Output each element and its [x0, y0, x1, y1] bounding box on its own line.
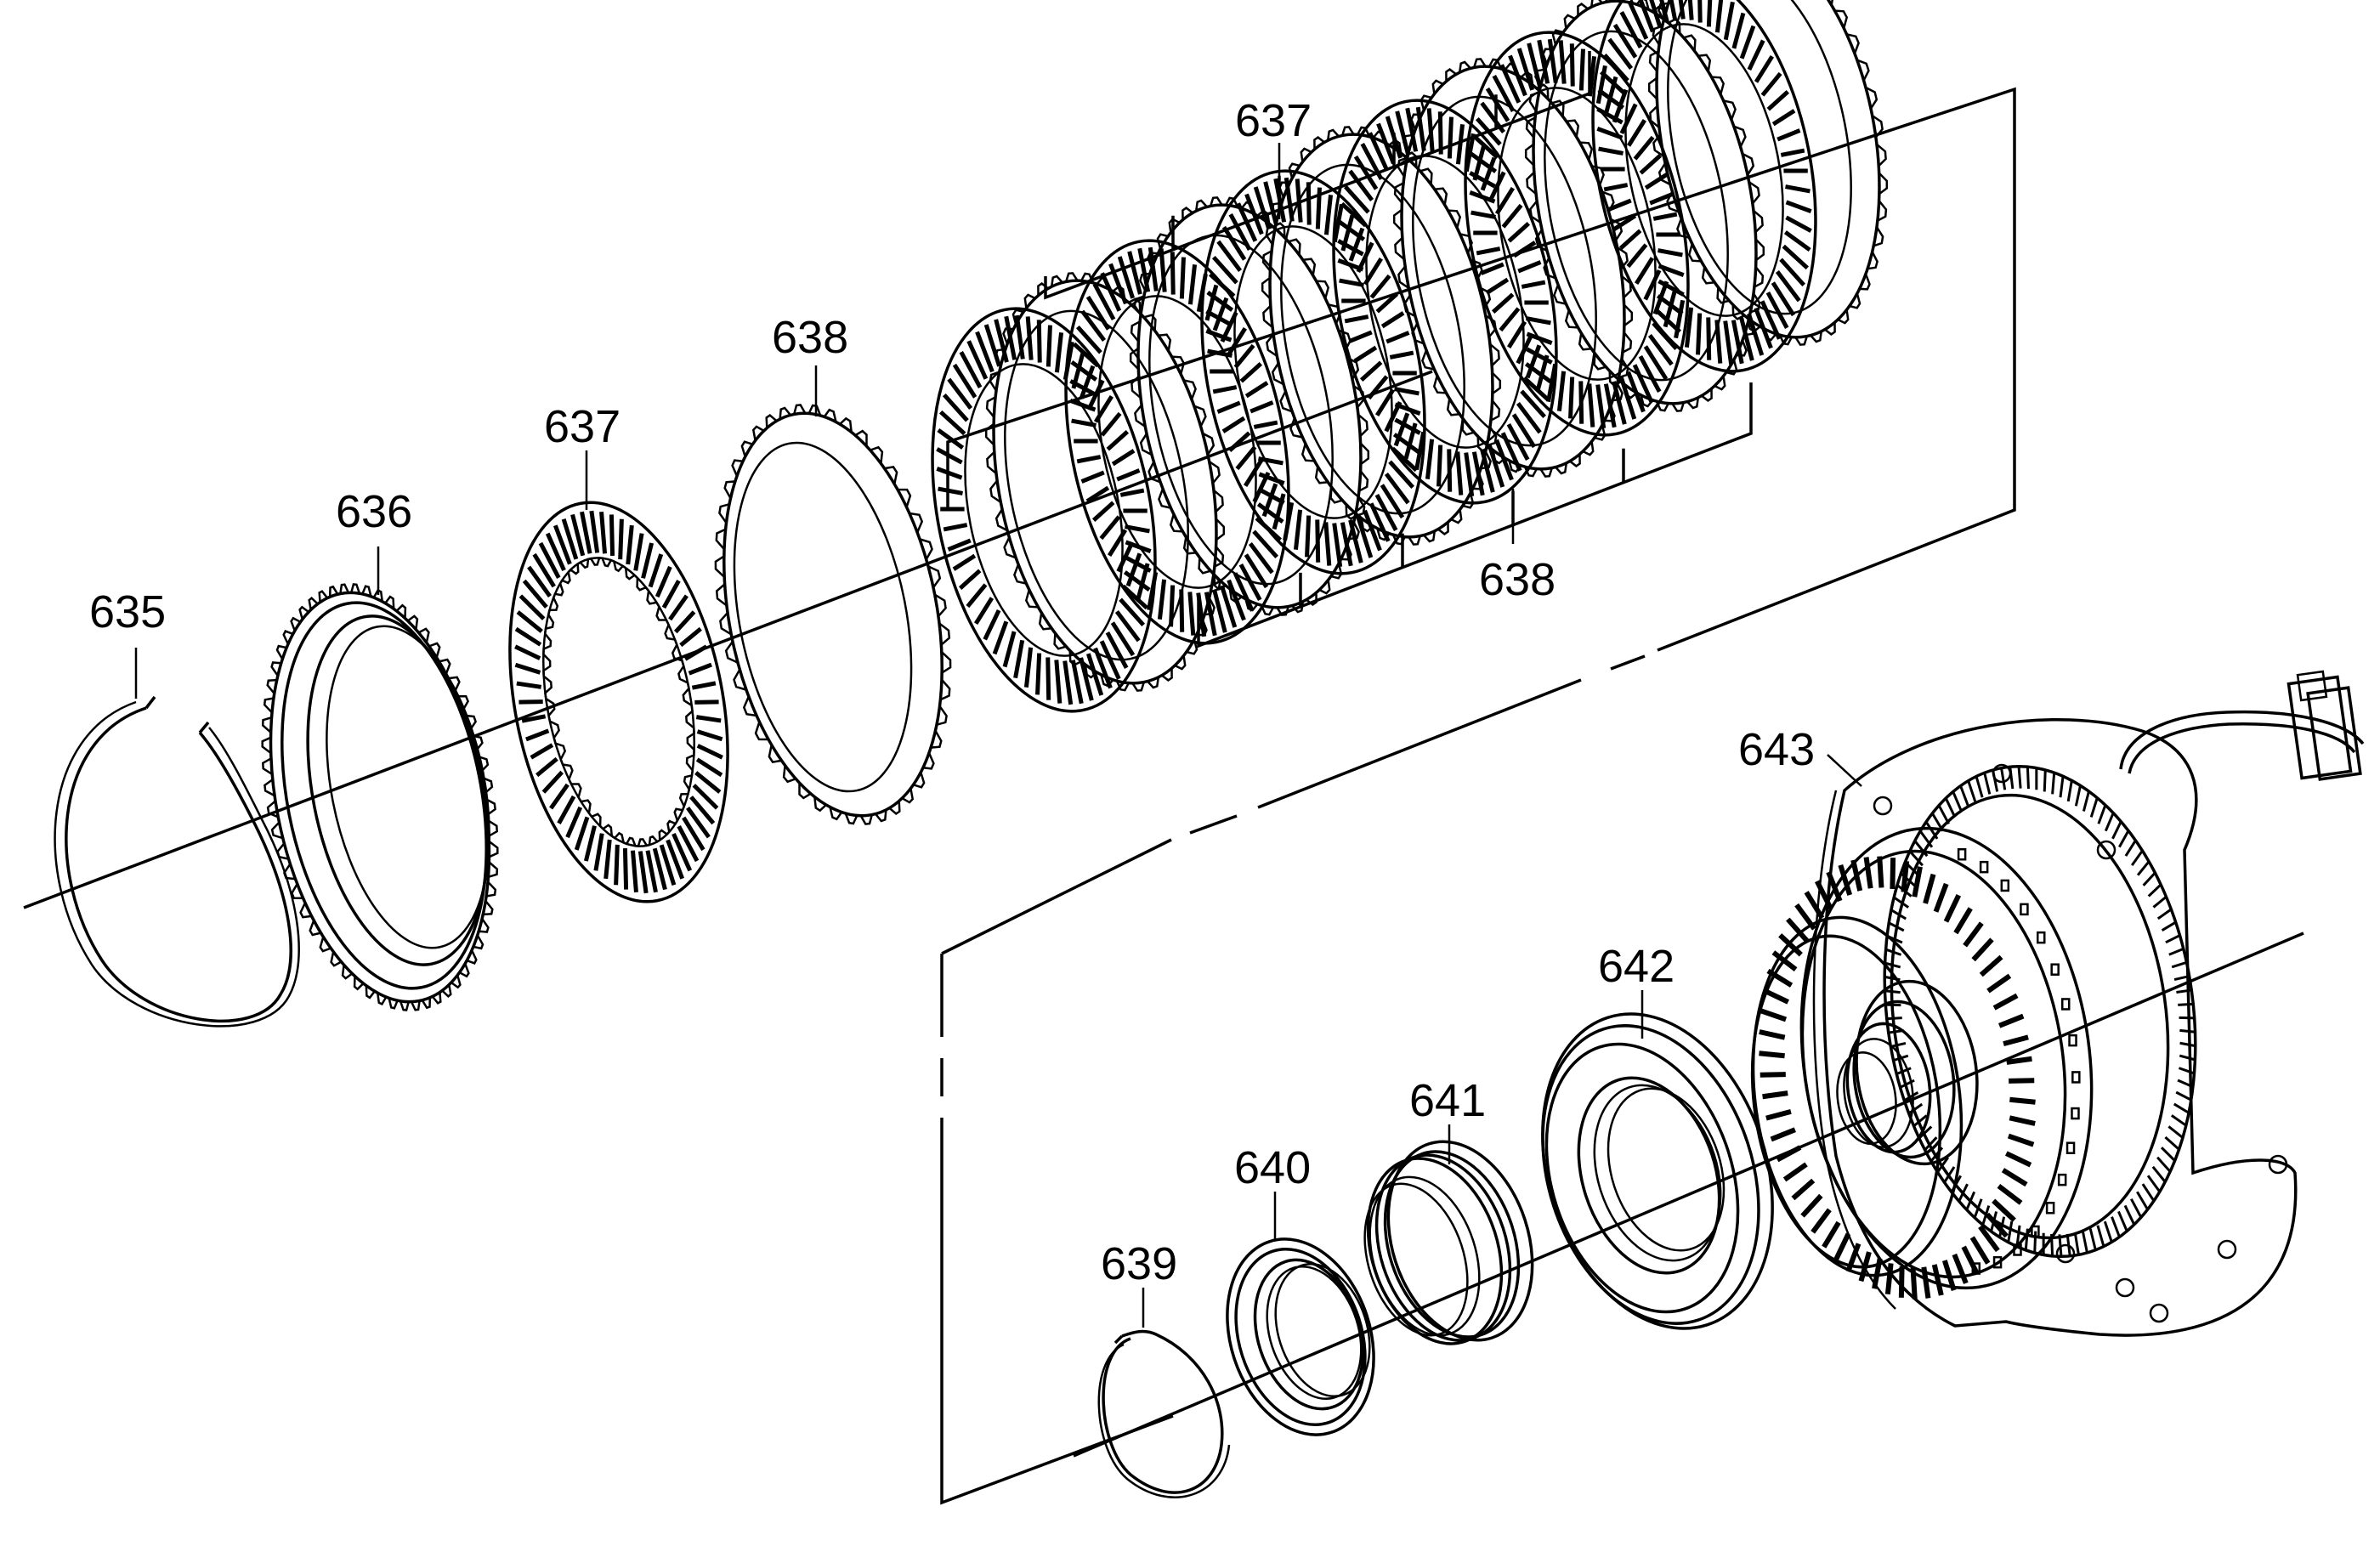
- callout-637-pack: 637: [1235, 95, 1312, 146]
- upper-axis: [23, 370, 1433, 909]
- callout-643: 643: [1738, 724, 1815, 775]
- pack-friction-plate: [1064, 239, 1290, 645]
- clutch-hub-636: [261, 583, 499, 1011]
- friction-plate-637: [508, 501, 729, 903]
- upper-bracket-frame: [946, 87, 2016, 652]
- bracket-637-top: [1044, 51, 1591, 300]
- housing-643: [1750, 670, 2365, 1337]
- callout-638-single: 638: [772, 312, 848, 363]
- steel-plate-638: [714, 404, 952, 825]
- callout-635: 635: [89, 586, 166, 637]
- upper-bracket-dash-4: [941, 838, 1172, 955]
- callout-leaders: [134, 143, 1862, 1328]
- seal-ring-640: [1226, 1237, 1375, 1436]
- callout-641: 641: [1409, 1075, 1486, 1126]
- callout-642: 642: [1598, 941, 1674, 992]
- callout-637-single: 637: [544, 401, 620, 452]
- callout-636: 636: [336, 486, 412, 537]
- upper-bracket-dash-1: [1610, 654, 1646, 671]
- pack-friction-plate: [1332, 99, 1558, 505]
- callout-640: 640: [1234, 1142, 1311, 1193]
- pack-steel-plate: [1261, 126, 1502, 546]
- callout-639: 639: [1101, 1238, 1177, 1289]
- callout-638-pack: 638: [1479, 554, 1556, 605]
- clutch-plate-pack: [931, 0, 1889, 713]
- pack-friction-plate: [931, 307, 1157, 713]
- lower-bracket-frame-b: [940, 1118, 1174, 1505]
- lower-axis: [1073, 932, 2304, 1458]
- pack-friction-plate: [1464, 31, 1690, 437]
- pack-steel-plate: [1647, 0, 1889, 346]
- snap-ring-635: [54, 695, 300, 1028]
- upper-bracket-dash-2: [1257, 678, 1582, 809]
- snap-ring-639: [1097, 1329, 1231, 1498]
- seal-641: [1363, 1140, 1534, 1345]
- pack-steel-plate: [1129, 196, 1370, 616]
- upper-bracket-dash-3: [1189, 814, 1238, 835]
- piston-642: [1541, 1012, 1774, 1330]
